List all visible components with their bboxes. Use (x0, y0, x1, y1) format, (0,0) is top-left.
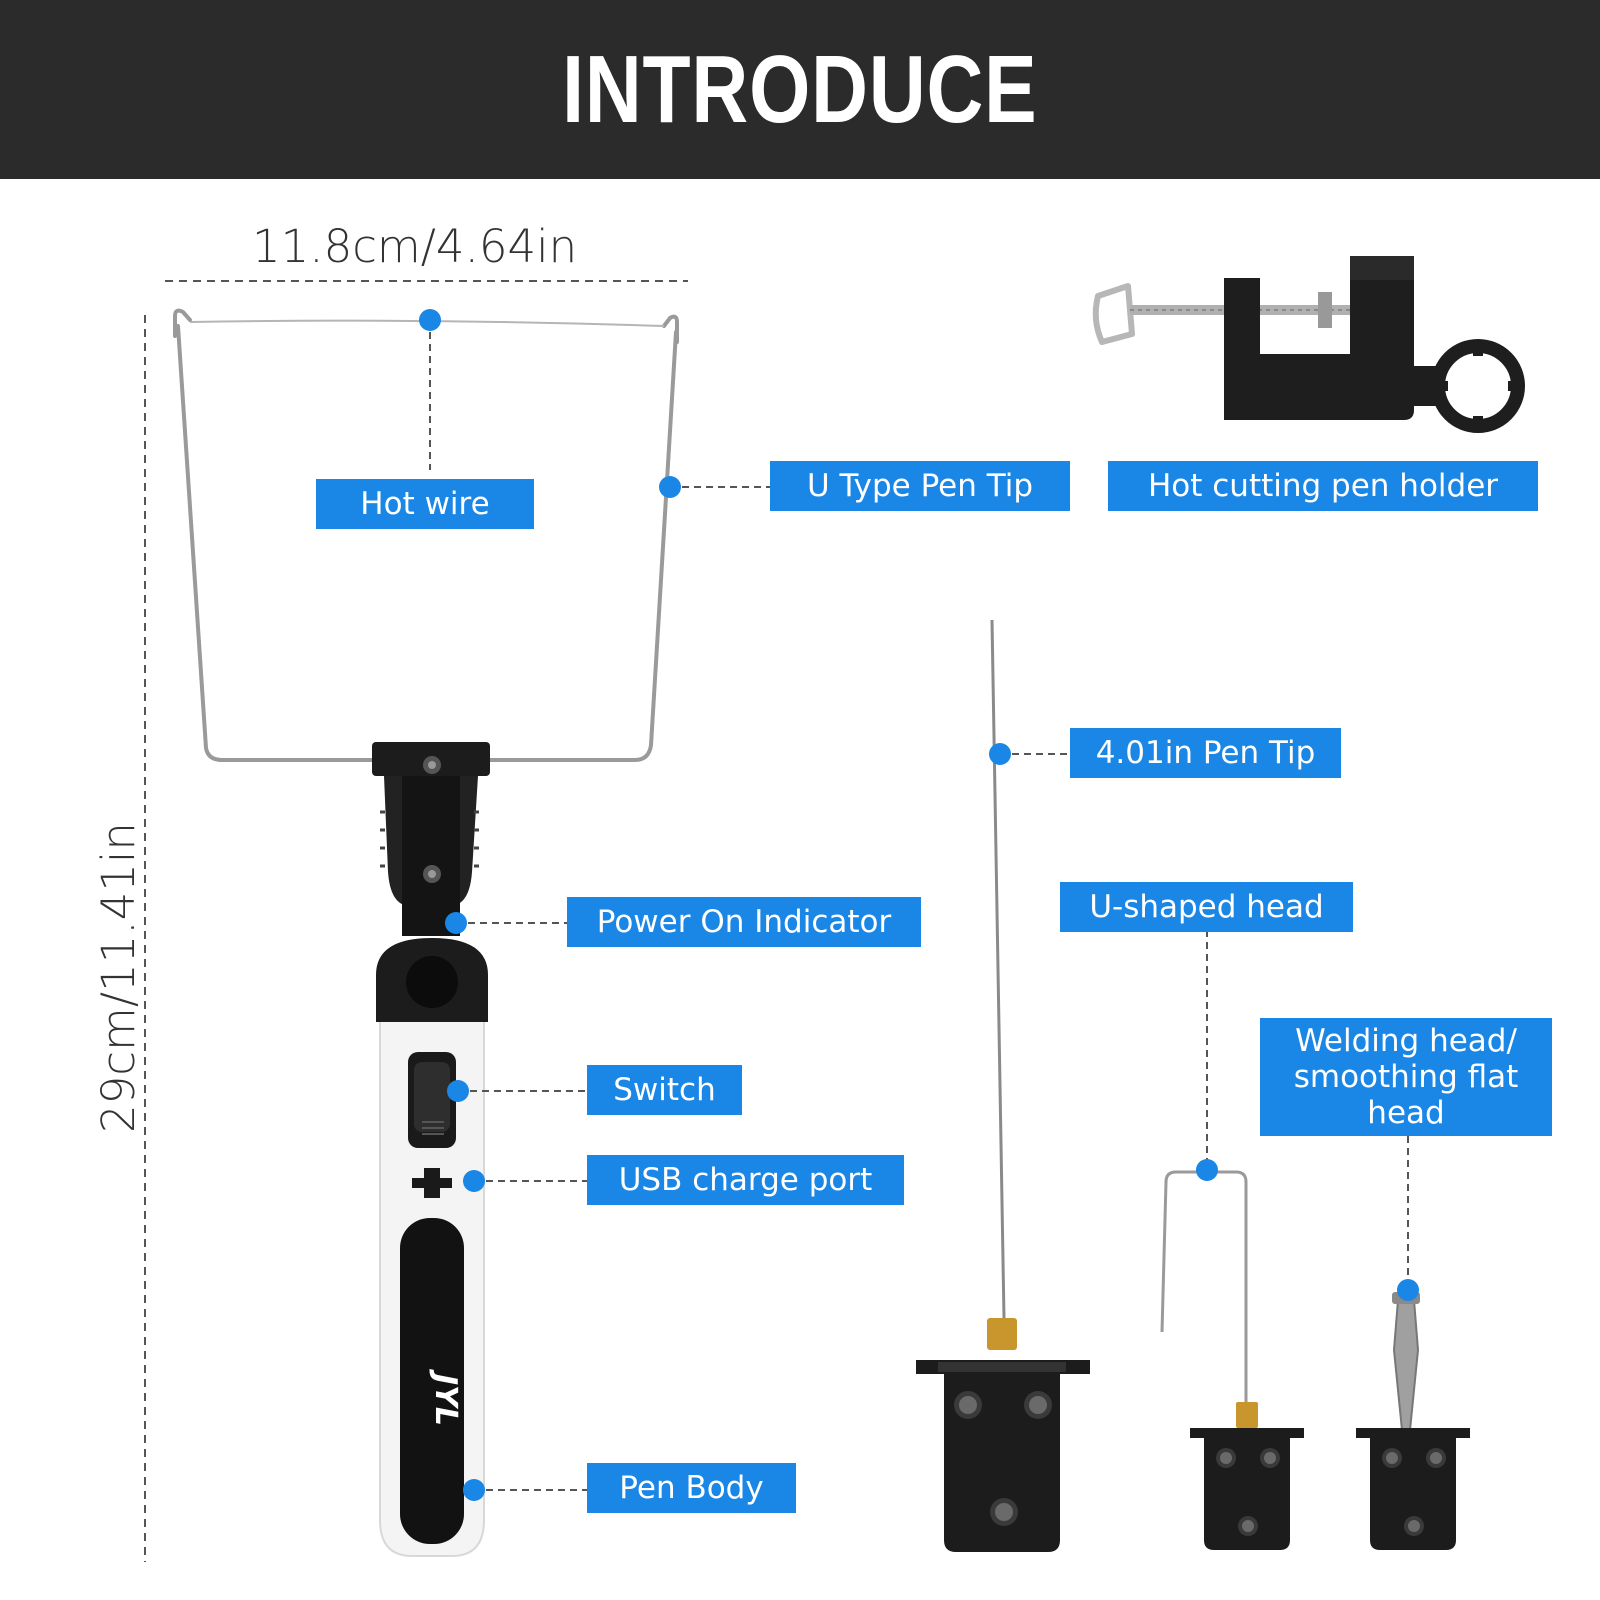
welding-head-part (1356, 1292, 1470, 1550)
dot-hot-wire (419, 309, 441, 331)
pen-holder-clamp (1092, 256, 1525, 433)
u-type-pen-tip-label: U Type Pen Tip (770, 461, 1070, 511)
marker-dots (419, 309, 1419, 1501)
switch-label: Switch (587, 1065, 742, 1115)
pen-clamp-head (372, 742, 490, 936)
u-shaped-head-label: U-shaped head (1060, 882, 1353, 932)
u-shaped-head-part (1160, 1170, 1304, 1550)
dot-power-indicator (445, 912, 467, 934)
welding-head-label-line2: smoothing flat (1293, 1059, 1519, 1095)
welding-head-label-line3: head (1367, 1095, 1445, 1131)
dot-pen-tip (989, 743, 1011, 765)
height-dimension-label: 29cm/11.41in (92, 822, 145, 1133)
u-wire-frame (173, 308, 679, 762)
pen-tip-label: 4.01in Pen Tip (1070, 728, 1341, 778)
dot-usb-port (463, 1170, 485, 1192)
dot-u-shaped-head (1196, 1159, 1218, 1181)
page-title: INTRODUCE (562, 35, 1038, 143)
hot-wire-label: Hot wire (316, 479, 534, 529)
hot-cutting-pen-holder-label: Hot cutting pen holder (1108, 461, 1538, 511)
width-dimension-label: 11.8cm/4.64in (252, 220, 578, 273)
usb-charge-port-label: USB charge port (587, 1155, 904, 1205)
header-bar: INTRODUCE (0, 0, 1600, 179)
pen-body-shape (376, 938, 488, 1557)
welding-head-label-line1: Welding head/ (1295, 1023, 1517, 1059)
dot-pen-body (463, 1479, 485, 1501)
brand-logo: JYL (428, 1369, 463, 1426)
pen-tip-long (916, 619, 1090, 1552)
power-on-indicator-label: Power On Indicator (567, 897, 921, 947)
pen-body-label: Pen Body (587, 1463, 796, 1513)
dot-u-type-pen-tip (659, 476, 681, 498)
dot-welding-head (1397, 1279, 1419, 1301)
dot-switch (447, 1080, 469, 1102)
leader-lines (429, 320, 1409, 1491)
welding-head-label: Welding head/ smoothing flat head (1260, 1018, 1552, 1136)
